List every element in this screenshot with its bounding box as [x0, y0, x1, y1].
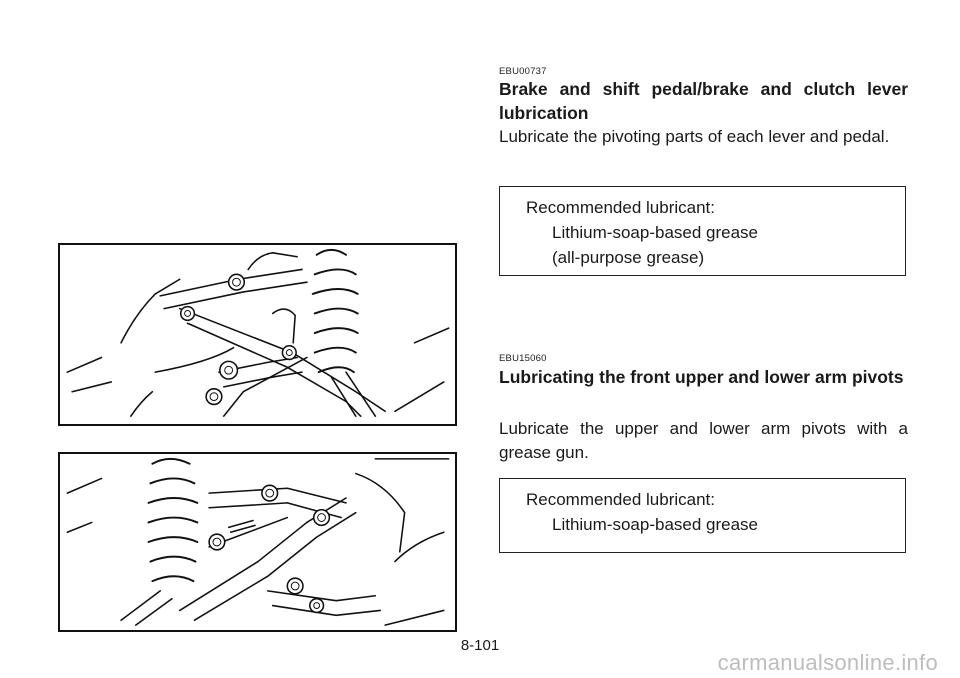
lubricant-note: (all-purpose grease) — [552, 248, 705, 267]
page-number: 8-101 — [460, 637, 500, 654]
lubricant-label: Recommended lubricant: — [526, 490, 715, 509]
section-code: EBU15060 — [499, 353, 547, 364]
section-heading: Lubricating the front upper and lower ar… — [499, 367, 904, 387]
section-heading: Brake and shift pedal/brake and clutch l… — [499, 79, 908, 123]
section-body: Lubricate the pivoting parts of each lev… — [499, 127, 890, 146]
lubricant-label: Recommended lubricant: — [526, 198, 715, 217]
watermark: carmanualsonline.info — [717, 650, 938, 675]
lubricant-type: Lithium-soap-based grease — [552, 515, 759, 534]
section-code: EBU00737 — [499, 66, 547, 77]
section-body: Lubricate the upper and lower arm pivots… — [499, 419, 908, 462]
lubricant-box: Recommended lubricant: Lithium-soap-base… — [499, 478, 906, 553]
lubricant-type: Lithium-soap-based grease — [552, 223, 759, 242]
suspension-illustration-right — [58, 452, 457, 632]
lubricant-box: Recommended lubricant: Lithium-soap-base… — [499, 186, 906, 276]
suspension-illustration-left — [58, 243, 457, 426]
